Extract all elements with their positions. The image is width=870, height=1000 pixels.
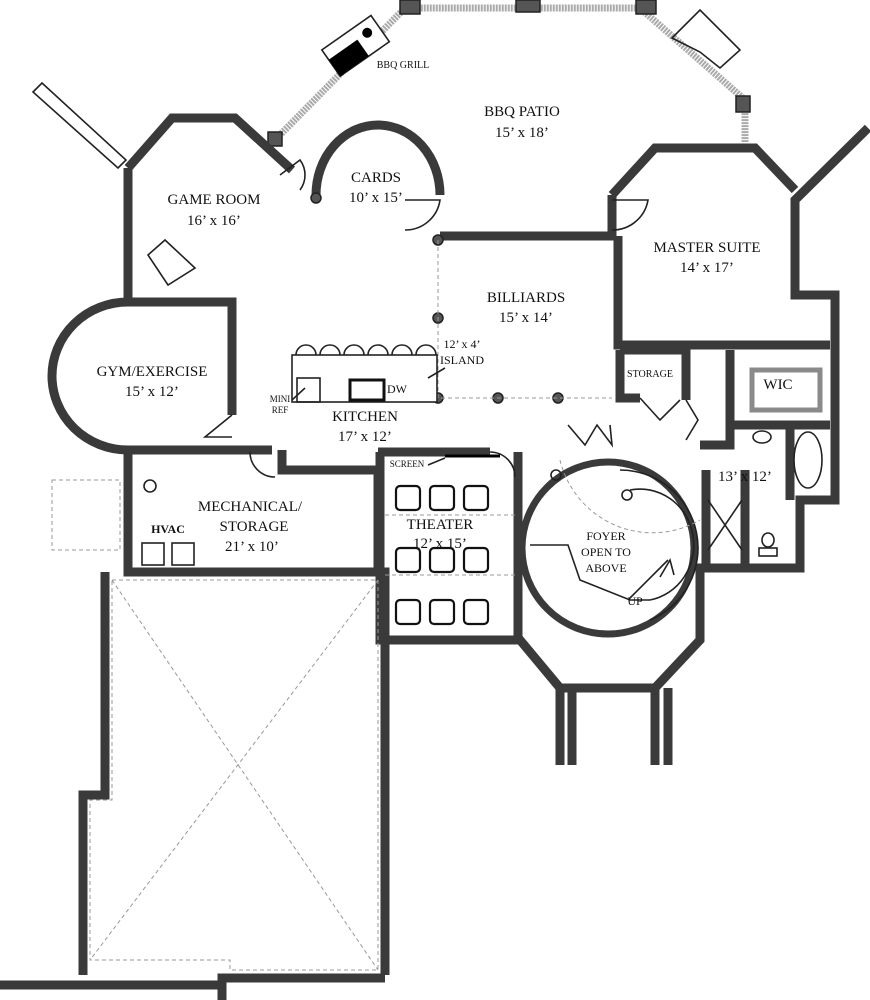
foyer-label-3: ABOVE [585,561,626,575]
mini-ref-label-2: REF [272,405,289,415]
game-room-size: 16’ x 16’ [187,213,241,229]
theater-seat-icon [428,484,456,512]
sink-icon [752,430,772,444]
shower-icon [707,499,743,551]
bbq-grill-icon [320,14,391,78]
theater-seat-icon [462,484,490,512]
theater-seat-icon [394,546,422,574]
mechanical-name-1: MECHANICAL/ [198,499,303,515]
theater-seat-icon [462,546,490,574]
wic-label: WIC [763,377,792,393]
game-room-name: GAME ROOM [168,192,261,208]
cards-size: 10’ x 15’ [349,190,403,206]
dishwasher-label: DW [387,382,408,396]
gym-name: GYM/EXERCISE [97,364,208,380]
mechanical-name-2: STORAGE [220,519,289,535]
exterior-ramp [31,81,128,170]
mechanical-size: 21’ x 10’ [225,539,279,555]
walls [0,113,870,1000]
foyer-label-2: OPEN TO [581,545,631,559]
cards-name: CARDS [351,170,401,186]
game-table-icon [146,238,197,287]
island-size: 12’ x 4’ [443,337,480,351]
theater-seat-icon [428,598,456,626]
garage [89,579,379,971]
bbq-patio-name: BBQ PATIO [484,104,560,120]
patio-counter-icon [670,8,742,70]
bbq-patio-size: 15’ x 18’ [495,125,549,141]
hvac-unit-icon [171,542,195,566]
billiards-name: BILLIARDS [487,290,565,306]
master-suite-name: MASTER SUITE [653,240,760,256]
theater-seat-icon [394,484,422,512]
stair-up-label: UP [627,594,643,608]
bath-size: 13’ x 12’ [718,469,772,485]
doors [202,158,699,478]
screen-label: SCREEN [390,459,425,469]
kitchen-name: KITCHEN [332,409,398,425]
theater-name: THEATER [407,517,474,533]
theater-seat-icon [394,598,422,626]
bbq-grill-label: BBQ GRILL [377,60,430,71]
billiards-size: 15’ x 14’ [499,310,553,326]
bathtub-icon [793,431,823,489]
hvac-label: HVAC [151,522,185,536]
master-suite-size: 14’ x 17’ [680,260,734,276]
water-heater-icon [143,479,157,493]
mini-ref-label-1: MINI [270,394,291,404]
toilet-icon [761,532,775,548]
hvac-unit-icon [141,542,165,566]
kitchen-island [291,344,438,403]
storage-label: STORAGE [627,369,673,380]
foyer-label-1: FOYER [586,529,625,543]
kitchen-size: 17’ x 12’ [338,429,392,445]
theater-seats [394,484,490,626]
closet-shelf [749,367,823,413]
theater-seat-icon [428,546,456,574]
theater-seat-icon [462,598,490,626]
spiral-staircase [518,458,701,638]
island-label: ISLAND [440,353,484,367]
theater-size: 12’ x 15’ [413,536,467,552]
gym-size: 15’ x 12’ [125,384,179,400]
